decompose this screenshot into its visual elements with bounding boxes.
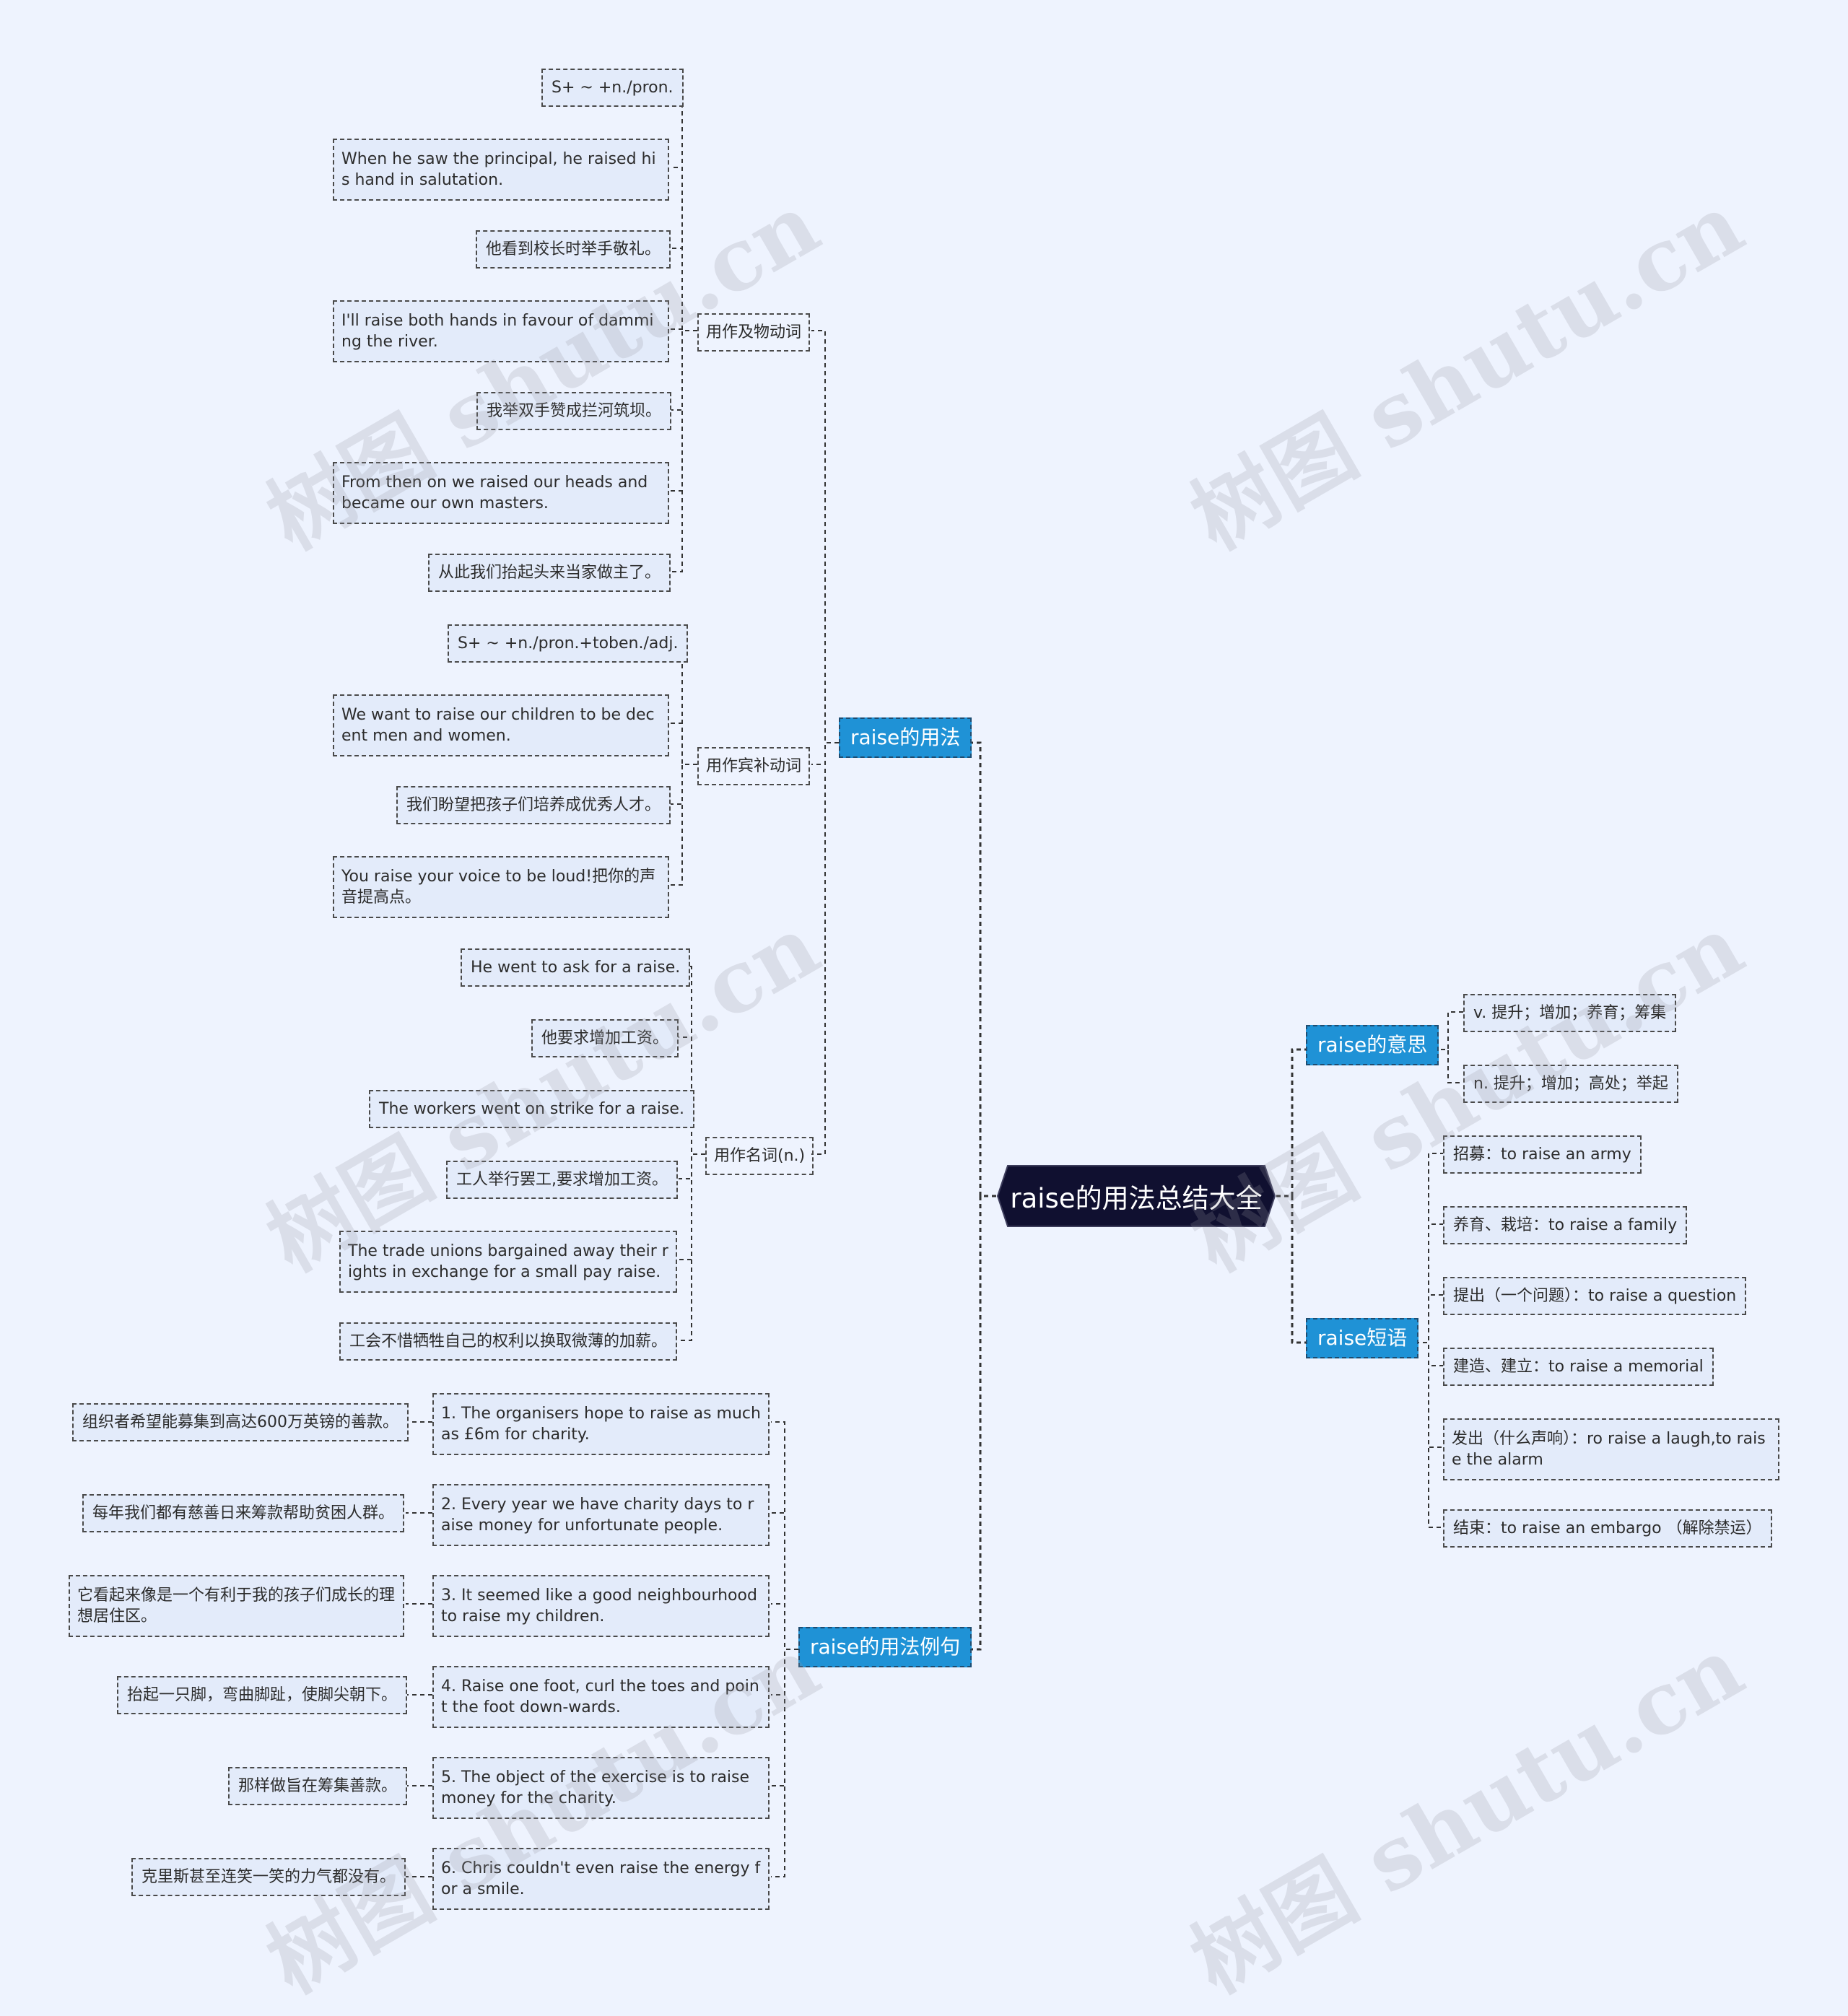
connector	[1276, 1195, 1306, 1344]
noun-item: The trade unions bargained away their ri…	[339, 1231, 677, 1293]
root-topic-shape	[996, 1165, 1276, 1227]
example-en: 6. Chris couldn't even raise the energy …	[432, 1848, 770, 1910]
transitive-item: When he saw the principal, he raised his…	[333, 139, 669, 201]
connector	[1415, 1223, 1443, 1343]
phrase-item: 养育、栽培：to raise a family	[1443, 1206, 1688, 1244]
connector	[1433, 1011, 1463, 1050]
connector	[671, 86, 697, 331]
phrase-item: 招募：to raise an army	[1443, 1135, 1642, 1174]
noun-item: He went to ask for a raise.	[461, 948, 691, 987]
connector	[771, 1512, 798, 1650]
transitive-item: S+ ~ +n./pron.	[541, 69, 684, 107]
connector	[1415, 1153, 1443, 1343]
complement-item: 我们盼望把孩子们培养成优秀人才。	[396, 786, 671, 824]
example-zh: 每年我们都有慈善日来筹款帮助贫困人群。	[82, 1494, 405, 1532]
connector	[969, 1195, 996, 1651]
example-zh: 抬起一只脚，弯曲脚趾，使脚尖朝下。	[117, 1676, 408, 1714]
root-topic-label: raise的用法总结大全	[1010, 1183, 1263, 1214]
connector	[1415, 1294, 1443, 1343]
connector	[671, 330, 697, 411]
connector	[969, 741, 996, 1197]
transitive-item: 我举双手赞成拦河筑坝。	[476, 392, 672, 430]
connector	[671, 330, 697, 492]
connector	[671, 330, 697, 572]
connector	[671, 328, 697, 331]
branch-examples[interactable]: raise的用法例句	[798, 1627, 972, 1667]
branch-usage[interactable]: raise的用法	[839, 717, 972, 758]
example-en: 4. Raise one foot, curl the toes and poi…	[432, 1666, 770, 1728]
root-topic[interactable]: raise的用法总结大全	[996, 1164, 1276, 1228]
complement-item: You raise your voice to be loud!把你的声音提高点…	[333, 856, 669, 918]
connector	[771, 1603, 798, 1650]
complement-item: S+ ~ +n./pron.+toben./adj.	[448, 624, 689, 663]
phrase-item: 结束：to raise an embargo （解除禁运）	[1443, 1509, 1772, 1548]
example-zh: 那样做旨在筹集善款。	[228, 1767, 408, 1805]
connector	[771, 1649, 798, 1877]
transitive-item: From then on we raised our heads and bec…	[333, 462, 669, 524]
connector	[1415, 1342, 1443, 1528]
noun-item: 他要求增加工资。	[531, 1019, 679, 1057]
connector	[1276, 1048, 1306, 1197]
phrase-item: 提出（一个问题）：to raise a question	[1443, 1277, 1747, 1315]
connector	[771, 1649, 798, 1696]
connector	[811, 742, 839, 1155]
example-zh: 克里斯甚至连笑一笑的力气都没有。	[131, 1858, 406, 1896]
connector	[671, 764, 697, 886]
connector	[671, 764, 697, 805]
example-zh: 它看起来像是一个有利于我的孩子们成长的理想居住区。	[69, 1575, 404, 1637]
complement-item: We want to raise our children to be dece…	[333, 694, 669, 756]
example-en: 1. The organisers hope to raise as much …	[432, 1393, 770, 1455]
transitive-item: I'll raise both hands in favour of dammi…	[333, 300, 669, 362]
phrase-item: 建造、建立：to raise a memorial	[1443, 1348, 1714, 1386]
transitive-item: 他看到校长时举手敬礼。	[476, 230, 671, 269]
noun-item: 工人举行罢工,要求增加工资。	[446, 1161, 678, 1199]
example-en: 2. Every year we have charity days to ra…	[432, 1484, 770, 1546]
connector	[679, 1153, 705, 1341]
example-en: 3. It seemed like a good neighbourhood t…	[432, 1575, 770, 1637]
phrase-item: 发出（什么声响）：ro raise a laugh,to raise the a…	[1443, 1418, 1779, 1480]
meaning-item: n. 提升；增加；高处；举起	[1463, 1065, 1678, 1103]
meaning-item: v. 提升；增加；养育；筹集	[1463, 994, 1677, 1032]
connector	[671, 248, 697, 331]
branch-phrases[interactable]: raise短语	[1306, 1318, 1419, 1358]
group-complement-verb[interactable]: 用作宾补动词	[697, 747, 811, 785]
example-en: 5. The object of the exercise is to rais…	[432, 1757, 770, 1819]
group-noun[interactable]: 用作名词(n.)	[705, 1137, 814, 1175]
connector	[1433, 1049, 1463, 1083]
connector	[671, 723, 697, 765]
connector	[811, 330, 839, 743]
noun-item: 工会不惜牺牲自己的权利以换取微薄的加薪。	[339, 1322, 678, 1361]
example-zh: 组织者希望能募集到高达600万英镑的善款。	[72, 1403, 409, 1441]
transitive-item: 从此我们抬起头来当家做主了。	[428, 554, 671, 592]
branch-meaning[interactable]: raise的意思	[1306, 1025, 1439, 1065]
noun-item: The workers went on strike for a raise.	[369, 1090, 694, 1128]
group-transitive-verb[interactable]: 用作及物动词	[697, 313, 811, 352]
